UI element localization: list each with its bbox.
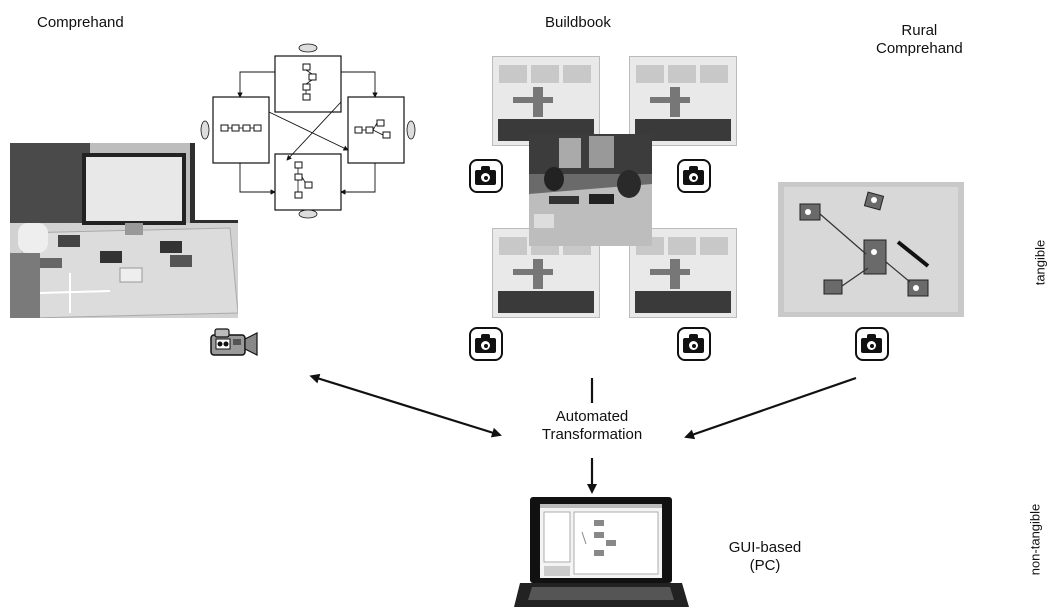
camera-icon [677, 327, 711, 361]
comprehand-process-diagram [195, 42, 425, 220]
non-tangible-label: non-tangible [1027, 503, 1043, 576]
rural-photo-drawing [778, 182, 964, 317]
process-diagram-drawing [195, 42, 425, 220]
tangible-label: tangible [1032, 239, 1048, 286]
rural-title-line2: Comprehand [876, 40, 963, 57]
arrow-rural-to-transformation [684, 376, 857, 440]
automated-transformation-label: Automated Transformation [527, 408, 657, 444]
comprehand-title: Comprehand [37, 14, 124, 31]
video-camera-drawing [210, 328, 258, 356]
video-camera-icon [207, 325, 261, 359]
buildbook-workshop-photo [529, 134, 652, 246]
center-label-line1: Automated [555, 408, 629, 425]
camera-icon [855, 327, 889, 361]
buildbook-page-top-right [629, 56, 737, 146]
buildbook-page-top-left [492, 56, 600, 146]
laptop-icon [514, 492, 689, 607]
rural-title-line1: Rural [901, 22, 938, 39]
arrow-comprehand-bidirectional [309, 373, 502, 438]
camera-icon [469, 159, 503, 193]
buildbook-title: Buildbook [545, 14, 611, 31]
gui-based-label: GUI-based (PC) [720, 539, 810, 575]
workshop-photo-drawing [529, 134, 652, 246]
rural-comprehand-photo [778, 182, 964, 317]
camera-icon [469, 327, 503, 361]
gui-label-line1: GUI-based [728, 539, 802, 556]
rural-comprehand-title: Rural Comprehand [876, 22, 963, 58]
laptop-drawing [514, 497, 689, 607]
gui-label-line2: (PC) [749, 557, 781, 574]
camera-icon [677, 159, 711, 193]
center-label-line2: Transformation [541, 426, 643, 443]
